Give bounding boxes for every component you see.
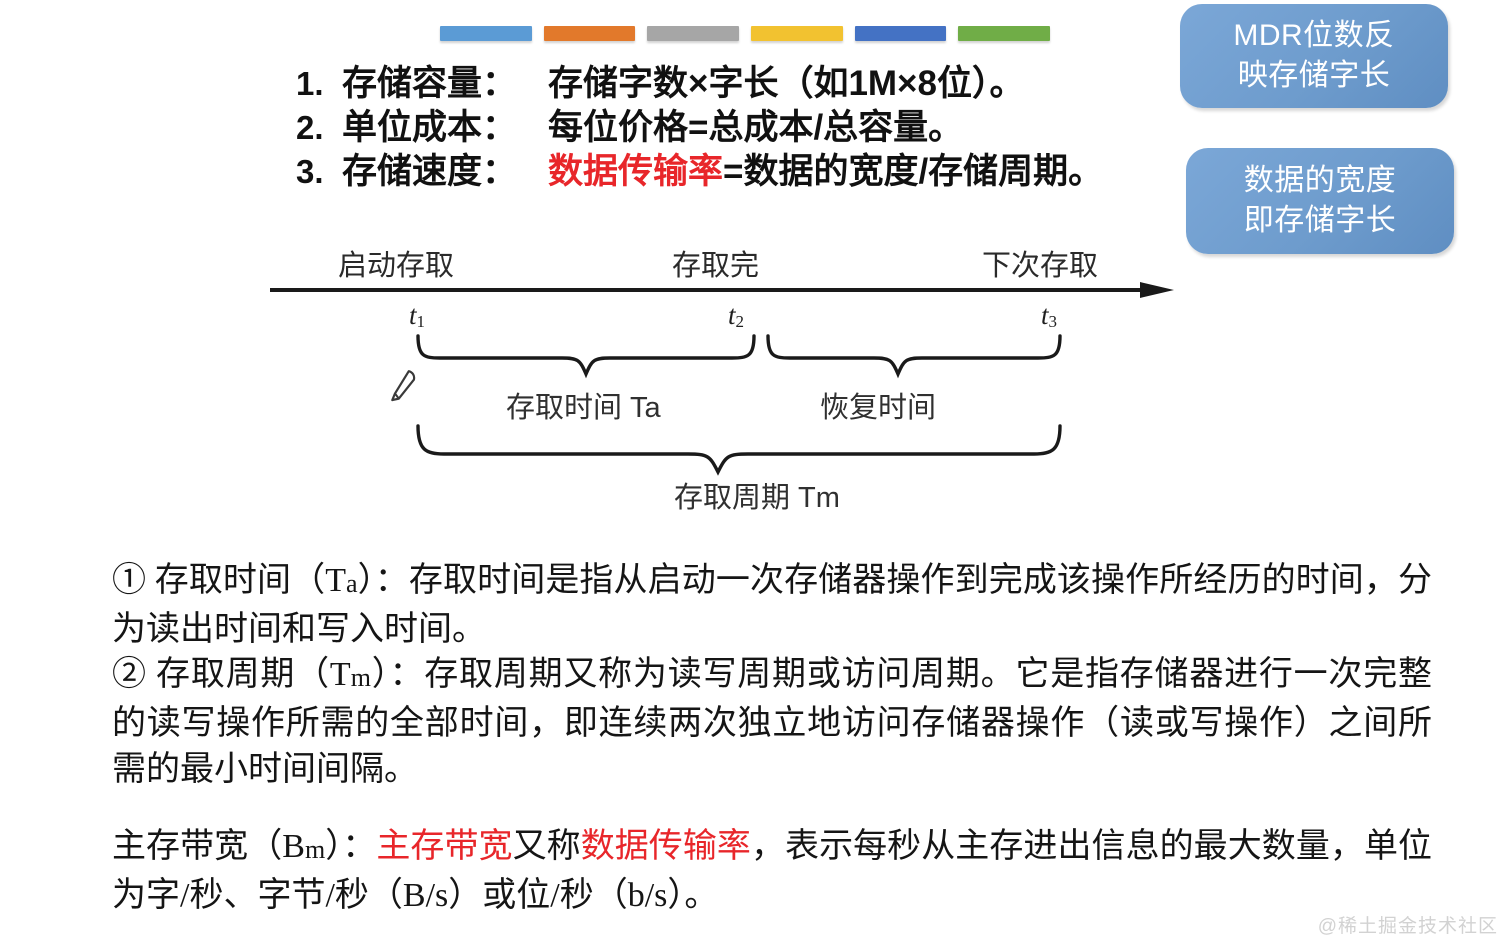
timeline-tick-t1: t1 (409, 300, 426, 331)
callout-mdr-line1: MDR位数反 (1233, 19, 1395, 52)
list-item-body: 数据传输率=数据的宽度/存储周期。 (548, 150, 1103, 194)
timeline-label-next-access: 下次存取 (982, 250, 1099, 282)
list-item-index: 2. (296, 109, 324, 146)
para-bm-red-term-1: 主存带宽 (376, 828, 513, 865)
metrics-numbered-list: 1. 存储容量： 存储字数×字长（如1M×8位）。 2. 单位成本： 每位价格=… (296, 62, 1156, 194)
bar-indigo (854, 26, 947, 41)
timeline-tick-t2: t2 (728, 300, 745, 331)
bar-green (958, 26, 1051, 41)
para-ta-marker: ① 存取时间（T (112, 562, 347, 599)
timeline-axis-arrow (270, 282, 1174, 298)
para-bm-subscript: m (304, 835, 326, 864)
para-bm-colon: ）： (325, 828, 377, 865)
memory-access-timeline-diagram: 启动存取 存取完 下次存取 t1 t2 t3 存取时间 Ta 恢复时间 存取周期… (268, 236, 1184, 526)
callout-mdr-line2: 映存储字长 (1237, 59, 1391, 92)
brace-label-access-time: 存取时间 Ta (506, 392, 661, 424)
timeline-tick-t3: t3 (1041, 300, 1058, 331)
bar-orange (543, 26, 636, 41)
paragraph-bandwidth: 主存带宽（Bm）：主存带宽又称数据传输率，表示每秒从主存进出信息的最大数量，单位… (112, 824, 1432, 919)
list-item: 1. 存储容量： 存储字数×字长（如1M×8位）。 (296, 62, 1156, 106)
list-item-term: 单位成本： (342, 108, 518, 147)
bar-gray (647, 26, 740, 41)
paragraph-cycle-time: ② 存取周期（Tm）：存取周期又称为读写周期或访问周期。它是指存储器进行一次完整… (112, 652, 1432, 793)
paragraph-access-time: ① 存取时间（Ta）：存取时间是指从启动一次存储器操作到完成该操作所经历的时间，… (112, 558, 1432, 653)
para-bm-mid: 又称 (512, 828, 581, 865)
list-item: 2. 单位成本： 每位价格=总成本/总容量。 (296, 106, 1156, 150)
list-item-body: 每位价格=总成本/总容量。 (548, 108, 964, 147)
highlighted-term-data-rate: 数据传输率 (548, 152, 724, 191)
callout-width-line1: 数据的宽度 (1243, 164, 1397, 197)
timeline-lower-brace (416, 424, 1062, 476)
watermark: @稀土掘金技术社区 (1317, 916, 1498, 937)
para-tm-rest: ）：存取周期又称为读写周期或访问周期。它是指存储器进行一次完整的读写操作所需的全… (112, 656, 1432, 788)
callout-mdr-bit-width: MDR位数反 映存储字长 (1180, 4, 1448, 108)
para-tm-subscript: m (350, 663, 371, 692)
para-bm-red-term-2: 数据传输率 (580, 828, 751, 865)
callout-data-width: 数据的宽度 即存储字长 (1186, 148, 1454, 254)
para-tm-marker: ② 存取周期（T (112, 656, 351, 693)
timeline-label-access-done: 存取完 (672, 250, 760, 282)
list-item: 3. 存储速度： 数据传输率=数据的宽度/存储周期。 (296, 150, 1156, 194)
para-ta-rest: ）：存取时间是指从启动一次存储器操作到完成该操作所经历的时间，分为读出时间和写入… (112, 562, 1432, 648)
bar-blue (440, 26, 532, 41)
list-item-index: 3. (296, 153, 324, 190)
bar-yellow (751, 26, 843, 41)
list-item-term: 存储速度： (342, 152, 518, 191)
para-bm-rest: ，表示每秒从主存进出信息的最大数量，单位为字/秒、字节/秒（B/s）或位/秒（b… (112, 828, 1433, 914)
list-item-index: 1. (296, 65, 324, 102)
callout-width-line2: 即存储字长 (1243, 204, 1397, 237)
brace-label-recover-time: 恢复时间 (820, 392, 937, 424)
list-item-term: 存储容量： (342, 64, 518, 103)
brace-label-cycle-time: 存取周期 Tm (674, 482, 840, 514)
list-item-body-tail: =数据的宽度/存储周期。 (723, 152, 1104, 191)
timeline-upper-braces (416, 334, 1062, 379)
para-ta-subscript: a (346, 569, 358, 598)
para-bm-marker: 主存带宽（B (112, 828, 305, 865)
list-item-body: 存储字数×字长（如1M×8位）。 (548, 64, 1025, 103)
decorative-color-bar-strip (440, 26, 1051, 44)
pencil-icon (391, 370, 416, 402)
timeline-label-start-access: 启动存取 (338, 250, 455, 282)
